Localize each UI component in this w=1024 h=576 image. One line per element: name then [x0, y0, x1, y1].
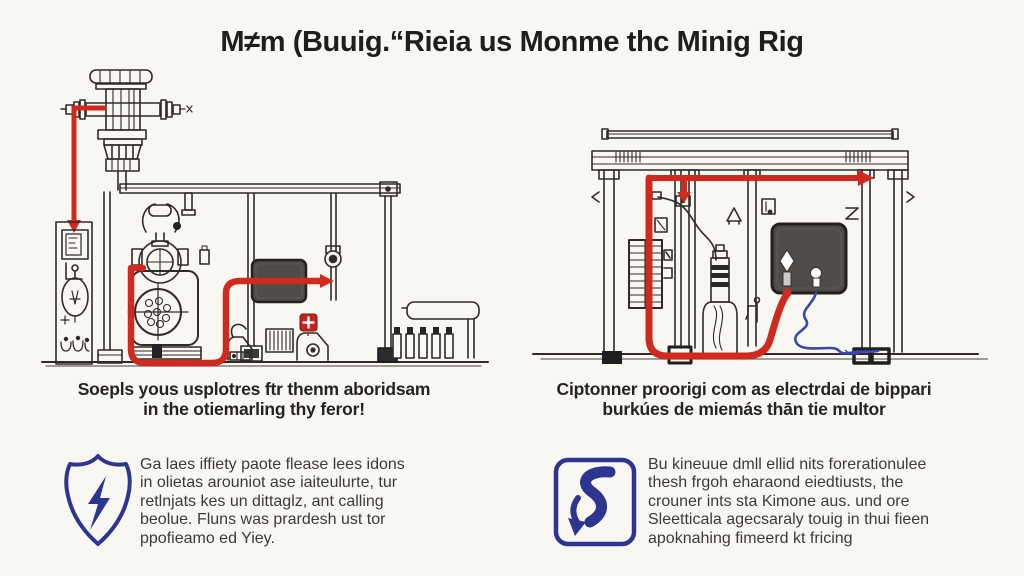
left-note-text: Ga laes iffiety paote flease lees idons …: [140, 456, 456, 548]
note-line: retlnjats kes un dittaglz, ant calling: [140, 492, 384, 510]
red-pipe-loop: [127, 264, 334, 367]
right-note-text: Bu kineuue dmll ellid nits forerationule…: [648, 456, 978, 548]
note-line: in olietas arouniot ase iaiteulurte, tur: [140, 474, 398, 492]
note-line: ppofieamo ed Yiey.: [140, 529, 275, 547]
static-discharge-icon: [553, 457, 637, 547]
blue-cable: [793, 291, 880, 355]
note-line: Sleetticala agecsaraly touig in thui fie…: [648, 511, 930, 529]
bottles: [392, 327, 454, 359]
page-title: M≠m (Buuig.“Rieia us Monme thc Minig Rig: [220, 26, 804, 58]
note-line: beolue. Fluns was prardesh ust tor: [140, 511, 386, 529]
right-rig-illustration: [532, 128, 988, 365]
frame-structure: [97, 181, 401, 364]
hanging-pulley: [324, 192, 342, 301]
note-line: Ga laes iffiety paote flease lees idons: [140, 456, 405, 473]
ground-equipment: [227, 323, 329, 361]
red-pipe-wellhead: [67, 105, 107, 233]
note-line: crouner ints sta Kimone aus. und ore: [648, 492, 910, 510]
left-caption-line2: in the otiemarling thy feror!: [143, 399, 365, 419]
wellhead-illustration: [60, 69, 193, 191]
red-cable-route: [645, 170, 874, 360]
note-line: thesh frgoh eharaond eiedtiusts, the: [648, 474, 904, 492]
right-caption-line2: burkúes de miemás thān tie multor: [602, 399, 886, 419]
left-rig-illustration: [41, 69, 489, 367]
right-caption: Ciptonner proorigi com as electrdai de b…: [528, 379, 960, 419]
right-caption-line1: Ciptonner proorigi com as electrdai de b…: [556, 379, 932, 399]
ground-line: [41, 361, 489, 367]
warning-badge: [299, 313, 318, 336]
gantry-frame: [591, 128, 915, 365]
pump-machine: [127, 203, 210, 360]
shield-lightning-icon: [64, 454, 132, 546]
left-caption-line1: Soepls yous usplotres ftr thenm aboridsa…: [77, 379, 431, 399]
knob: [810, 267, 822, 279]
note-line: Bu kineuue dmll ellid nits forerationule…: [648, 456, 927, 473]
note-line: apoknahing fimeerd kt fricing: [648, 529, 853, 547]
left-caption: Soepls yous usplotres ftr thenm aboridsa…: [38, 379, 470, 419]
control-panel: [770, 222, 848, 295]
sample-table: [392, 301, 480, 359]
gauge-cabinet: [55, 221, 93, 365]
